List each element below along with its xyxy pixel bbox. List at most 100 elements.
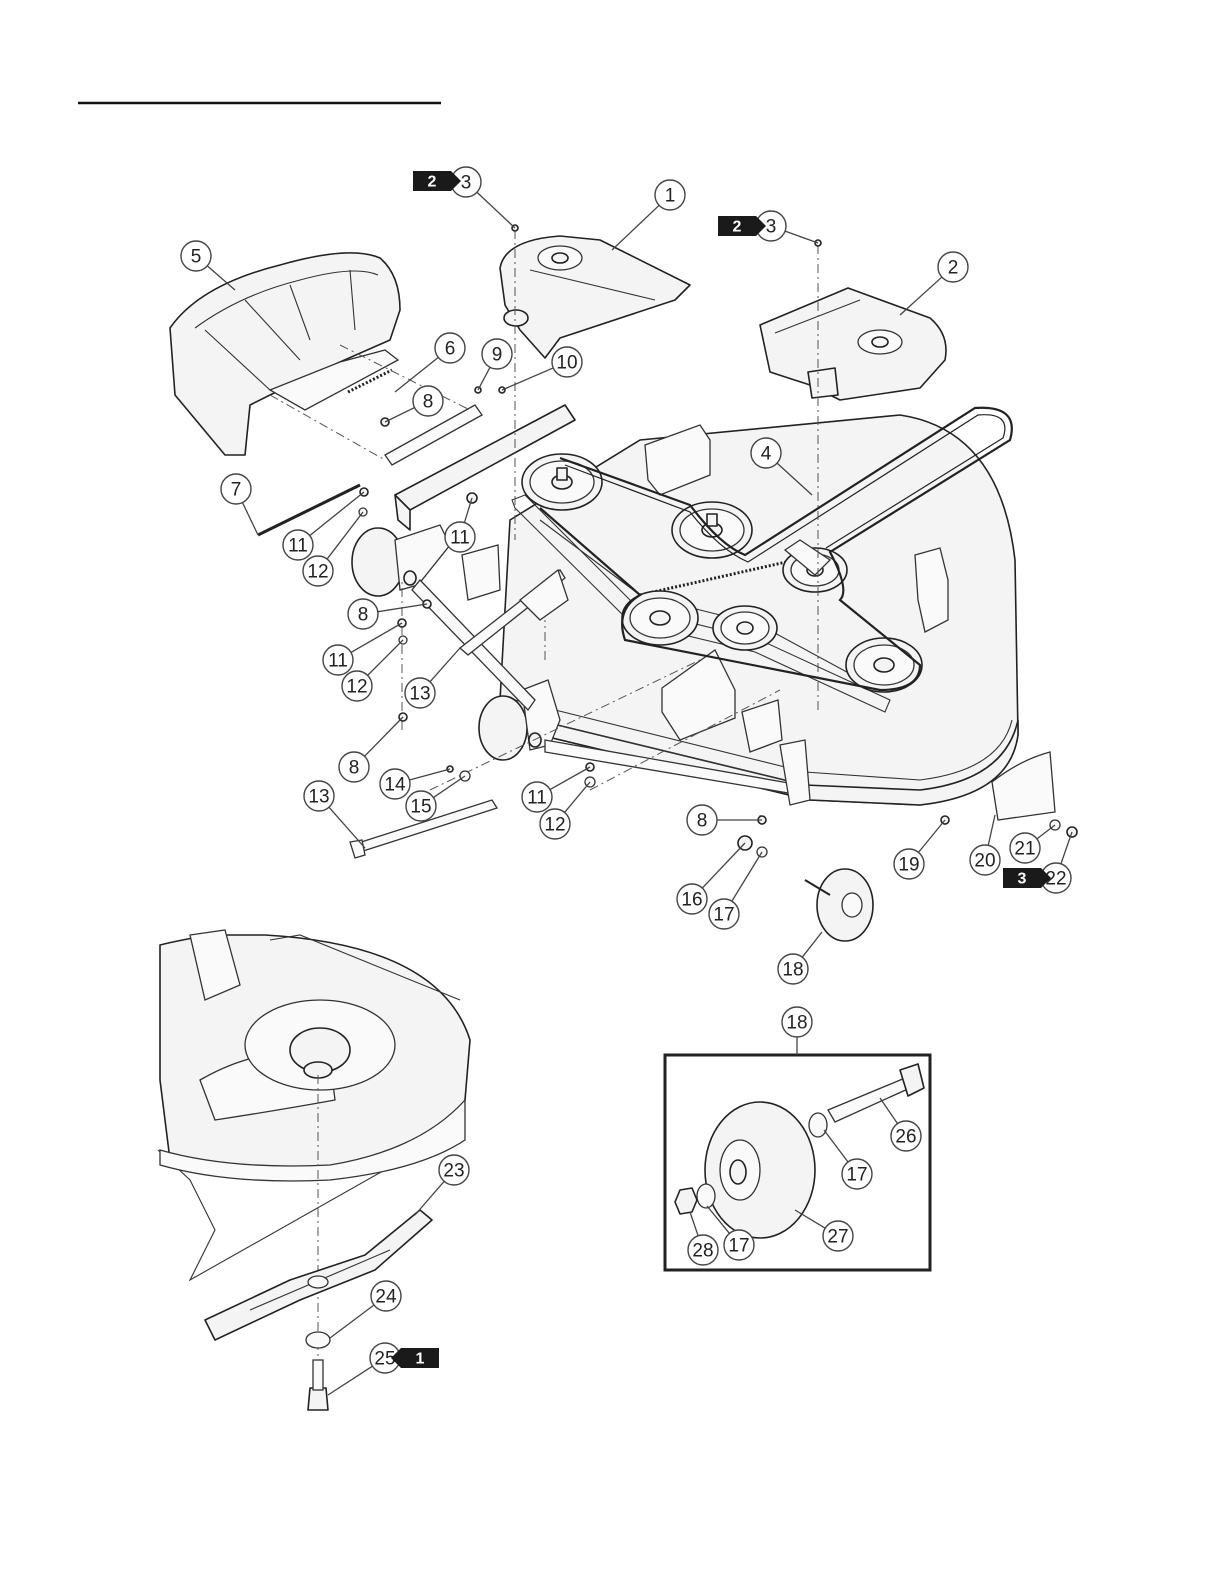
leader-c1 [612,205,659,250]
leader-c24 [330,1305,374,1338]
gauge-wheel [805,869,873,941]
callout-label: 17 [846,1165,867,1186]
leader-c21 [1037,825,1055,839]
inset-washer-outer [809,1113,827,1137]
pulley-mid-idler [713,606,777,650]
callout-c26: 26 [891,1121,921,1151]
leader-c9 [478,367,490,390]
callout-label: 17 [713,905,734,926]
leader-c11d [550,767,590,790]
callout-label: 12 [544,815,565,836]
callout-label: 11 [527,788,547,809]
tag-arrow-shape [1003,868,1051,888]
belt-cover-right [760,288,946,400]
callout-label: 20 [974,851,995,872]
callout-c8d: 8 [687,805,717,835]
leader-c23 [415,1181,444,1215]
callout-label: 10 [556,353,577,374]
leader-c3a [477,192,515,228]
callout-c13b: 13 [304,781,334,811]
leader-c2 [900,277,942,315]
callout-c27: 27 [823,1221,853,1251]
callout-label: 11 [328,651,348,672]
leader-c14 [409,769,450,780]
tag-label: 2 [733,219,742,236]
leader-c16 [702,843,745,888]
callout-label: 13 [308,787,329,808]
callout-label: 28 [692,1241,713,1262]
leader-c20 [988,815,995,845]
callout-label: 8 [697,811,708,832]
pulley-top-left [522,454,602,510]
reference-tag-t1: 1 [391,1348,439,1368]
callout-label: 3 [766,217,777,238]
leader-c28 [690,1212,698,1236]
callout-label: 24 [375,1287,397,1308]
callout-label: 7 [231,480,242,501]
leader-c10 [502,368,553,390]
tag-label: 1 [416,1351,425,1368]
callout-c11c: 11 [323,645,353,675]
callout-c23: 23 [439,1155,469,1185]
callout-c1: 1 [655,180,685,210]
callout-label: 14 [384,775,406,796]
callout-c14: 14 [380,769,410,799]
callout-c8a: 8 [413,386,443,416]
callout-label: 21 [1014,839,1035,860]
callout-label: 3 [461,173,472,194]
leader-c27 [795,1210,825,1228]
leader-c13a [430,648,460,682]
callout-label: 27 [827,1227,848,1248]
leader-c12b [368,640,403,675]
callout-label: 19 [898,855,919,876]
inset-wheel [705,1102,815,1238]
callout-label: 12 [346,677,367,698]
callout-c13a: 13 [405,678,435,708]
leader-c18a [802,932,822,957]
callout-label: 17 [728,1236,749,1257]
callout-label: 9 [492,345,503,366]
leader-c19 [918,820,945,852]
blade-washer [306,1332,330,1348]
callout-c19: 19 [894,849,924,879]
leader-c26 [880,1098,898,1124]
discharge-chute [170,253,400,455]
callout-label: 1 [665,186,676,207]
callout-c18b: 18 [782,1007,812,1037]
reference-tag-t3: 3 [1003,868,1051,888]
leader-c8c [364,717,403,756]
callout-c17b: 17 [842,1159,872,1189]
leader-c8a [385,408,415,422]
callout-c17c: 17 [724,1230,754,1260]
callout-c15: 15 [406,791,436,821]
callout-c18a: 18 [778,954,808,984]
callout-c4: 4 [751,438,781,468]
callout-c7: 7 [221,474,251,504]
callout-c5: 5 [181,241,211,271]
leader-c13b [329,807,365,848]
callout-c16: 16 [677,884,707,914]
callout-label: 11 [450,528,470,549]
leader-c3b [785,231,818,243]
callout-label: 23 [443,1161,464,1182]
leader-c15 [433,776,465,798]
reference-tag-t2b: 2 [718,216,766,236]
callout-label: 13 [409,684,430,705]
belt-cover-left [500,236,690,358]
leader-c12c [565,782,590,812]
inset-axle-bolt [828,1064,924,1122]
callout-c9: 9 [482,339,512,369]
leader-c25 [328,1366,372,1395]
anti-scalp-wheel-left [352,525,450,596]
callout-label: 12 [307,562,328,583]
callout-c11b: 11 [445,522,475,552]
callout-c20: 20 [970,845,1000,875]
callout-c11d: 11 [522,782,552,812]
callout-label: 6 [445,339,456,360]
reference-tag-t2a: 2 [413,171,461,191]
callout-label: 15 [410,797,431,818]
callout-label: 8 [349,758,360,779]
callout-c2: 2 [938,252,968,282]
leader-c17b [824,1130,848,1162]
callout-c11a: 11 [283,530,313,560]
